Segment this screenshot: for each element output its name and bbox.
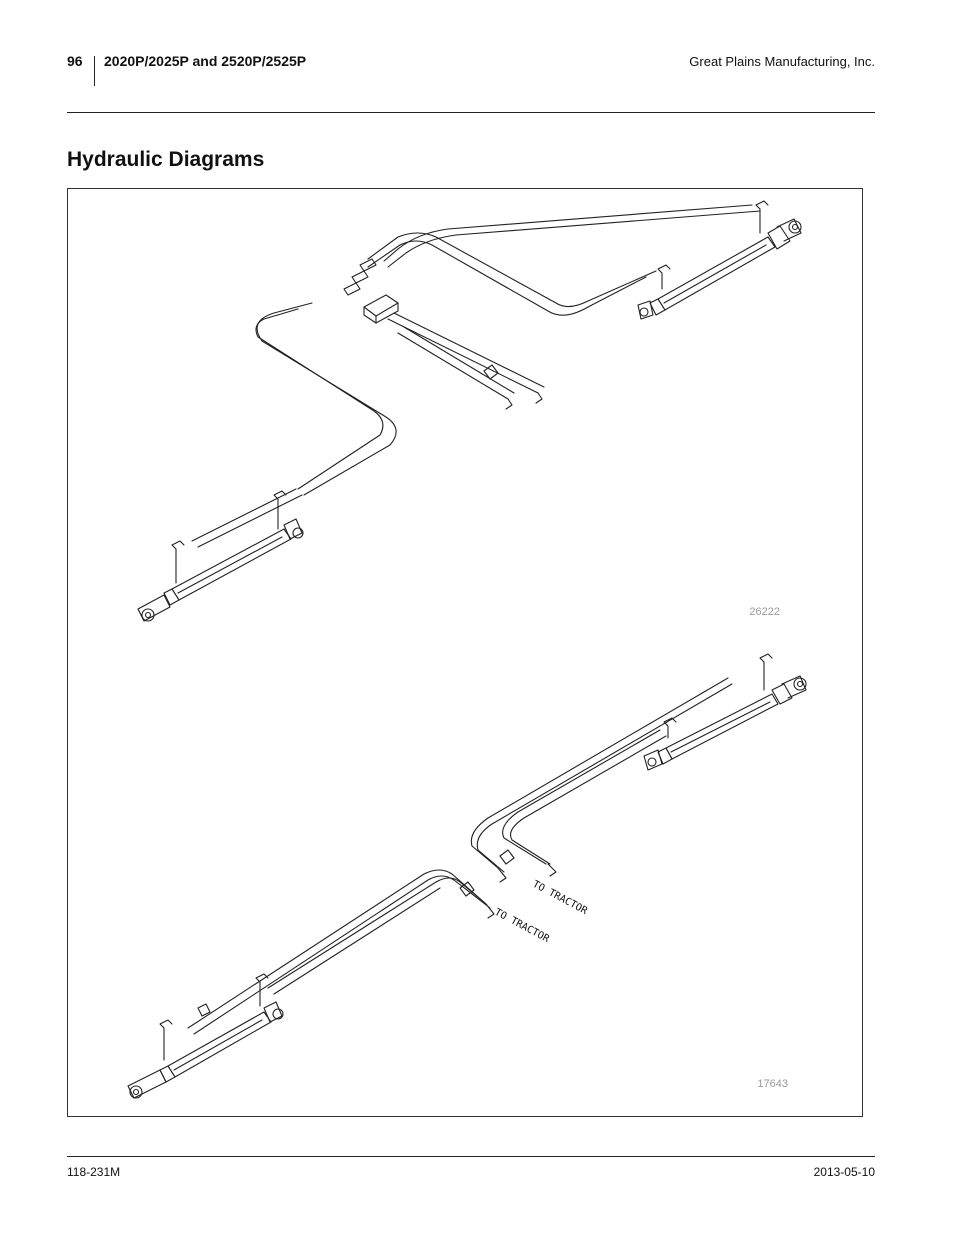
hydraulic-diagram-drawing-1 (137, 200, 802, 622)
hydraulic-cylinder-upper-right (637, 200, 802, 320)
to-tractor-label-1: TO TRACTOR (531, 879, 590, 917)
page-number: 96 (67, 53, 83, 69)
hydraulic-cylinder-lower-left (137, 490, 304, 622)
hydraulic-valve-block (343, 258, 399, 324)
section-heading: Hydraulic Diagrams (67, 148, 265, 171)
hydraulic-hose-upper-pair (367, 204, 761, 316)
footer-rule (67, 1156, 875, 1157)
header-rule (67, 112, 875, 113)
figure-id-label: 26222 (749, 606, 780, 618)
document-title: 2020P/2025P and 2520P/2525P (104, 53, 307, 69)
hydraulic-hose-lower-pair (191, 302, 397, 548)
hydraulic-cylinder-lower-left (127, 973, 284, 1099)
hydraulic-hose-tractor-pair (387, 312, 545, 410)
hydraulic-hose-upper-pair (470, 677, 733, 883)
to-tractor-label-2: TO TRACTOR (493, 907, 552, 945)
hydraulic-diagram-figure-1: 26222 (67, 188, 863, 643)
hydraulic-cylinder-upper-right (643, 653, 807, 771)
hydraulic-diagram-drawing-2: TO TRACTOR TO TRACTOR (127, 653, 807, 1099)
figure-id-label: 17643 (757, 1078, 788, 1090)
document-number: 118-231M (67, 1165, 121, 1179)
company-name: Great Plains Manufacturing, Inc. (689, 54, 875, 69)
document-date: 2013-05-10 (813, 1165, 875, 1179)
hydraulic-diagram-figure-2: TO TRACTOR TO TRACTOR 17643 (67, 642, 863, 1117)
hydraulic-hose-lower-pair (187, 869, 495, 1035)
header-divider (94, 56, 95, 86)
